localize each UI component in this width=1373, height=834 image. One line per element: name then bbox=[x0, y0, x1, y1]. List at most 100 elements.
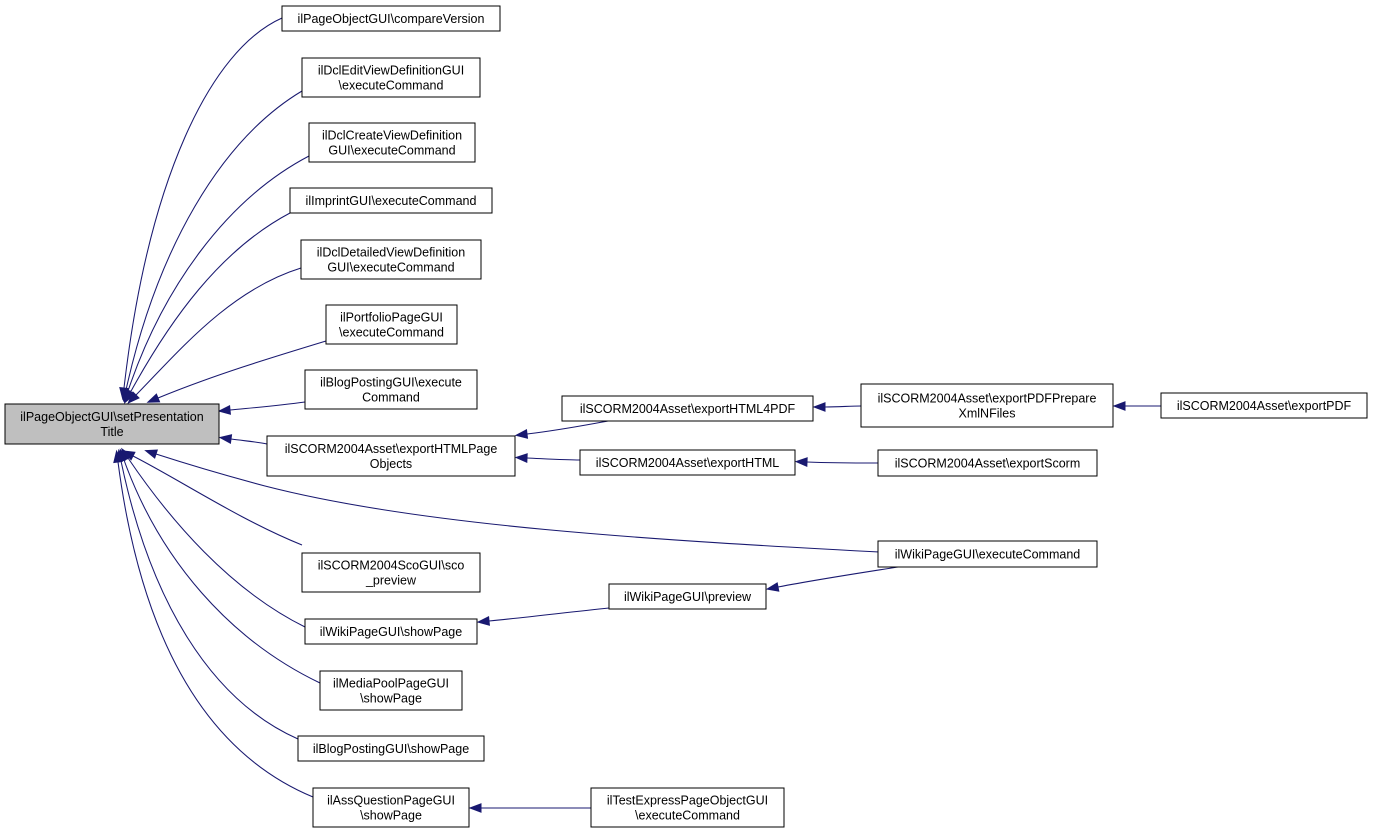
node-testexpress[interactable]: ilTestExpressPageObjectGUI\executeComman… bbox=[590, 787, 785, 828]
edge-wikiexec-to-wikiprev bbox=[765, 566, 899, 592]
edge-wikiprev-to-wikishow bbox=[476, 607, 610, 626]
node-box bbox=[4, 403, 220, 445]
node-exphtml[interactable]: ilSCORM2004Asset\exportHTML bbox=[579, 449, 796, 476]
node-box bbox=[300, 239, 482, 280]
arrowhead bbox=[812, 402, 826, 412]
edge-line bbox=[229, 401, 306, 411]
node-portfolio[interactable]: ilPortfolioPageGUI\executeCommand bbox=[325, 304, 458, 345]
node-box bbox=[325, 304, 458, 345]
edge-line bbox=[526, 457, 581, 461]
node-cmpver[interactable]: ilPageObjectGUI\compareVersion bbox=[281, 5, 501, 32]
node-label-line: ilSCORM2004Asset\exportHTML bbox=[596, 456, 779, 470]
node-exppdfprep[interactable]: ilSCORM2004Asset\exportPDFPrepareXmlNFil… bbox=[860, 383, 1114, 428]
arrowhead bbox=[514, 453, 528, 463]
node-assq[interactable]: ilAssQuestionPageGUI\showPage bbox=[312, 787, 470, 828]
node-label-line: \executeCommand bbox=[339, 326, 444, 340]
node-label-line: Command bbox=[362, 391, 420, 405]
edge-exphtmlpage-to-root bbox=[218, 434, 268, 445]
node-label-line: _preview bbox=[365, 574, 417, 588]
arrowhead bbox=[127, 391, 140, 404]
edge-line bbox=[488, 607, 610, 622]
node-wikiprev[interactable]: ilWikiPageGUI\preview bbox=[608, 583, 767, 610]
node-label-line: ilBlogPostingGUI\execute bbox=[320, 376, 462, 390]
arrowhead bbox=[217, 405, 231, 415]
node-label-line: ilSCORM2004ScoGUI\sco bbox=[318, 559, 465, 573]
node-box bbox=[304, 369, 478, 410]
edge-line bbox=[824, 405, 862, 408]
node-label-line: GUI\executeCommand bbox=[328, 144, 455, 158]
node-box bbox=[308, 122, 476, 163]
edge-line bbox=[155, 453, 899, 554]
node-exphtml4pdf[interactable]: ilSCORM2004Asset\exportHTML4PDF bbox=[561, 395, 814, 422]
node-dclcreate[interactable]: ilDclCreateViewDefinitionGUI\executeComm… bbox=[308, 122, 476, 163]
node-label-line: ilPortfolioPageGUI bbox=[340, 311, 443, 325]
node-label-line: ilSCORM2004Asset\exportHTMLPage bbox=[285, 442, 498, 456]
edges-layer bbox=[113, 17, 1161, 813]
node-label-line: ilDclDetailedViewDefinition bbox=[317, 246, 465, 260]
arrowhead bbox=[765, 582, 780, 592]
node-box bbox=[304, 618, 478, 645]
node-label-line: Objects bbox=[370, 457, 412, 471]
edge-line bbox=[127, 155, 310, 392]
edge-dcldetail-to-root bbox=[127, 267, 302, 404]
node-box bbox=[860, 383, 1114, 428]
node-label-line: ilBlogPostingGUI\showPage bbox=[313, 742, 469, 756]
edge-line bbox=[123, 459, 321, 684]
node-box bbox=[297, 735, 485, 762]
node-box bbox=[319, 670, 463, 711]
node-wikiexec[interactable]: ilWikiPageGUI\executeCommand bbox=[877, 540, 1098, 568]
node-label-line: ilMediaPoolPageGUI bbox=[333, 677, 449, 691]
edge-blogshow-to-root bbox=[116, 448, 299, 740]
node-box bbox=[877, 449, 1098, 477]
node-label-line: ilDclEditViewDefinitionGUI bbox=[318, 64, 464, 78]
node-dcldetail[interactable]: ilDclDetailedViewDefinitionGUI\executeCo… bbox=[300, 239, 482, 280]
node-label-line: ilWikiPageGUI\showPage bbox=[320, 625, 462, 639]
arrowhead bbox=[476, 616, 490, 626]
node-label-line: GUI\executeCommand bbox=[327, 261, 454, 275]
nodes-layer: ilPageObjectGUI\setPresentationTitleilPa… bbox=[4, 5, 1368, 828]
node-label-line: ilPageObjectGUI\compareVersion bbox=[298, 12, 485, 26]
edge-line bbox=[777, 566, 899, 588]
node-wikishow[interactable]: ilWikiPageGUI\showPage bbox=[304, 618, 478, 645]
node-dcledit[interactable]: ilDclEditViewDefinitionGUI\executeComman… bbox=[301, 57, 481, 98]
node-blogshow[interactable]: ilBlogPostingGUI\showPage bbox=[297, 735, 485, 762]
node-label-line: ilSCORM2004Asset\exportPDFPrepare bbox=[878, 392, 1097, 406]
edge-exppdfprep-to-exphtml4pdf bbox=[812, 402, 862, 412]
node-expscorm[interactable]: ilSCORM2004Asset\exportScorm bbox=[877, 449, 1098, 477]
node-label-line: \executeCommand bbox=[635, 809, 740, 823]
node-label-line: \executeCommand bbox=[339, 79, 444, 93]
edge-exppdf-to-exppdfprep bbox=[1112, 401, 1161, 411]
node-label-line: ilTestExpressPageObjectGUI bbox=[607, 794, 768, 808]
edge-line bbox=[129, 212, 291, 394]
node-label-line: ilImprintGUI\executeCommand bbox=[306, 194, 477, 208]
arrowhead bbox=[1112, 401, 1126, 411]
node-box bbox=[1160, 392, 1368, 419]
node-label-line: ilWikiPageGUI\preview bbox=[624, 590, 752, 604]
edge-line bbox=[132, 455, 303, 546]
node-box bbox=[266, 435, 516, 477]
node-box bbox=[561, 395, 814, 422]
edge-testexpress-to-assq bbox=[468, 803, 592, 813]
arrowhead bbox=[794, 457, 808, 467]
node-label-line: ilPageObjectGUI\setPresentation bbox=[20, 410, 203, 424]
node-mediapool[interactable]: ilMediaPoolPageGUI\showPage bbox=[319, 670, 463, 711]
edge-portfolio-to-root bbox=[146, 340, 327, 403]
node-scoprev[interactable]: ilSCORM2004ScoGUI\sco_preview bbox=[301, 552, 481, 593]
node-box bbox=[579, 449, 796, 476]
node-exppdf[interactable]: ilSCORM2004Asset\exportPDF bbox=[1160, 392, 1368, 419]
node-label-line: ilSCORM2004Asset\exportPDF bbox=[1177, 399, 1352, 413]
node-imprint[interactable]: ilImprintGUI\executeCommand bbox=[289, 187, 493, 214]
arrowhead bbox=[514, 429, 529, 439]
arrowhead bbox=[468, 803, 482, 813]
node-label-line: \showPage bbox=[360, 809, 422, 823]
edge-wikiexec-to-root bbox=[144, 449, 899, 554]
node-box bbox=[312, 787, 470, 828]
edge-line bbox=[526, 420, 609, 435]
node-blogexec[interactable]: ilBlogPostingGUI\executeCommand bbox=[304, 369, 478, 410]
node-box bbox=[877, 540, 1098, 568]
edge-exphtml-to-exphtmlpage bbox=[514, 453, 581, 463]
edge-mediapool-to-root bbox=[119, 448, 321, 684]
